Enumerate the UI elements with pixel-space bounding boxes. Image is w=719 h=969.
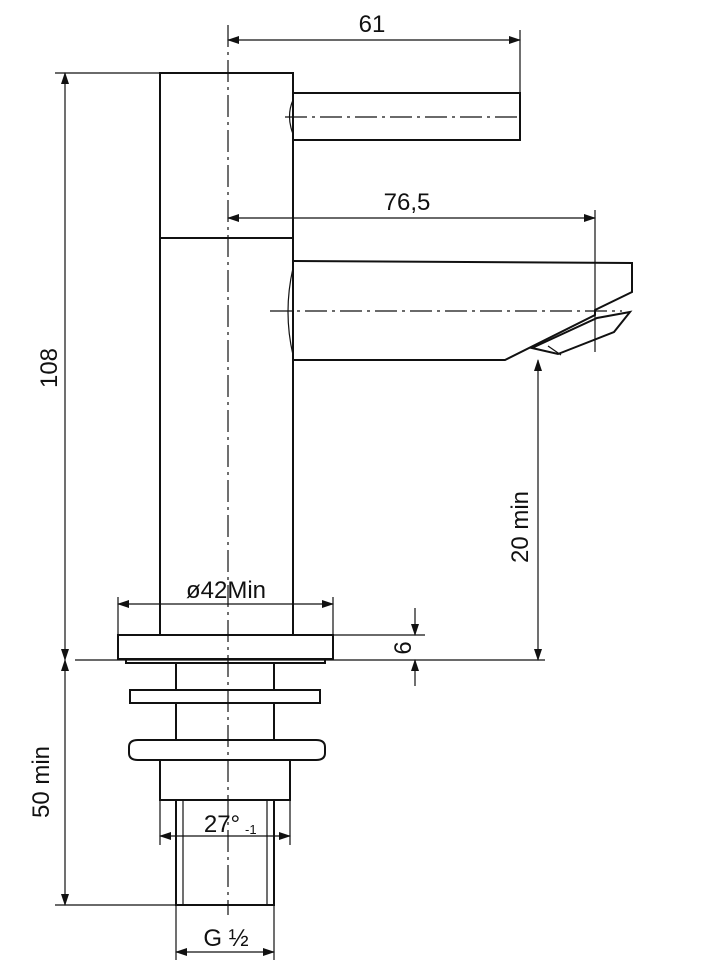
dim-61-label: 61 (359, 11, 386, 38)
mounting-nut (128, 739, 326, 761)
washer (129, 689, 321, 704)
dim-spout-reach: 76,5 (227, 189, 596, 352)
aerator (528, 310, 633, 356)
dim-thread-label: G ½ (203, 925, 248, 952)
handle-outline (293, 92, 521, 141)
dim-hex-size: 27° -1 (159, 800, 291, 845)
dim-total-height: 108 (36, 72, 160, 661)
dim-27-tolerance: -1 (245, 822, 257, 837)
center-lines (227, 25, 622, 915)
dim-base-thickness: 6 (333, 608, 425, 686)
thread-section (175, 799, 275, 906)
base-assembly (117, 634, 334, 906)
hex-section (159, 759, 291, 801)
dim-clearance: 20 min (507, 359, 542, 661)
faucet-body (159, 72, 294, 636)
dim-20min-label: 20 min (507, 491, 534, 563)
dim-handle-reach: 61 (227, 11, 521, 93)
dim-50min-label: 50 min (28, 746, 55, 818)
dim-27-label: 27° (204, 811, 240, 838)
spout-joint (287, 267, 294, 356)
base-gasket (125, 658, 326, 664)
aerator-edge (547, 345, 562, 356)
dim-42-label: ø42Min (186, 577, 266, 604)
dim-6-label: 6 (390, 641, 417, 654)
dim-108-label: 108 (36, 348, 63, 388)
dim-thread: G ½ (175, 905, 275, 960)
dim-shank-length: 50 min (28, 659, 176, 906)
dim-base-diameter: ø42Min (117, 577, 334, 635)
dim-76-5-label: 76,5 (384, 189, 431, 216)
main-column (159, 72, 294, 636)
base-plate (117, 634, 334, 660)
